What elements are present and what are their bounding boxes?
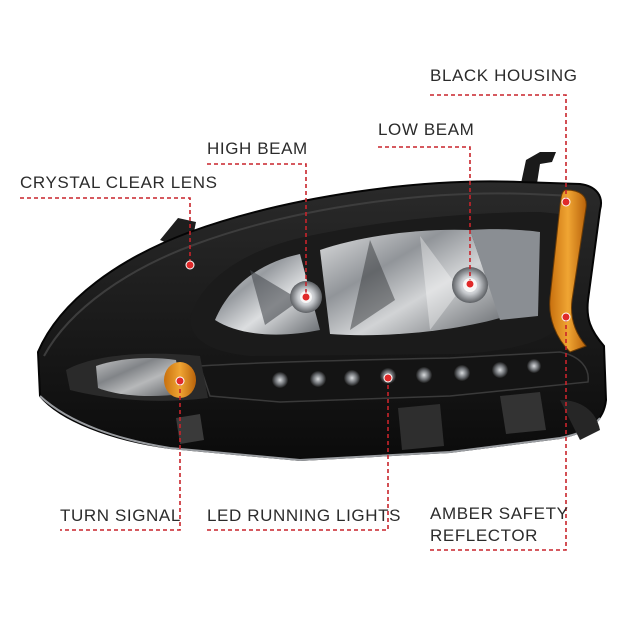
led-strip xyxy=(198,351,589,403)
callout-line-led-running xyxy=(207,378,389,531)
callout-line-low-beam xyxy=(378,146,471,282)
callout-dot-crystal-lens xyxy=(185,260,195,270)
callout-dots xyxy=(175,197,571,386)
callout-dot-amber-reflector xyxy=(561,312,571,322)
label-black-housing: BLACK HOUSING xyxy=(430,66,578,85)
callout-line-turn-signal xyxy=(60,382,181,531)
reflector-chamber xyxy=(190,212,560,356)
label-amber-safety-line2: REFLECTOR xyxy=(430,526,539,545)
label-turn-signal: TURN SIGNAL xyxy=(60,506,181,525)
label-amber-safety-line1: AMBER SAFETY xyxy=(430,504,569,523)
callout-lines xyxy=(20,94,567,551)
label-crystal-clear-lens: CRYSTAL CLEAR LENS xyxy=(20,173,218,192)
lower-trim xyxy=(39,392,601,462)
callout-line-high-beam xyxy=(207,163,307,296)
callout-dot-turn-signal xyxy=(175,376,185,386)
amber-safety-reflector xyxy=(549,189,587,353)
callout-dot-high-beam xyxy=(301,292,311,302)
callout-line-amber-reflector xyxy=(430,318,567,551)
callout-dot-low-beam xyxy=(465,279,475,289)
callout-line-black-housing xyxy=(430,94,567,200)
label-led-running-lights: LED RUNNING LIGHTS xyxy=(207,506,402,525)
callout-line-crystal-lens xyxy=(20,197,191,264)
label-amber-safety-reflector: AMBER SAFETY REFLECTOR xyxy=(430,503,569,547)
turn-signal-chamber xyxy=(66,353,208,401)
label-low-beam: LOW BEAM xyxy=(378,120,475,139)
callout-dot-black-housing xyxy=(561,197,571,207)
callout-dot-led-running xyxy=(383,373,393,383)
label-high-beam: HIGH BEAM xyxy=(207,139,308,158)
